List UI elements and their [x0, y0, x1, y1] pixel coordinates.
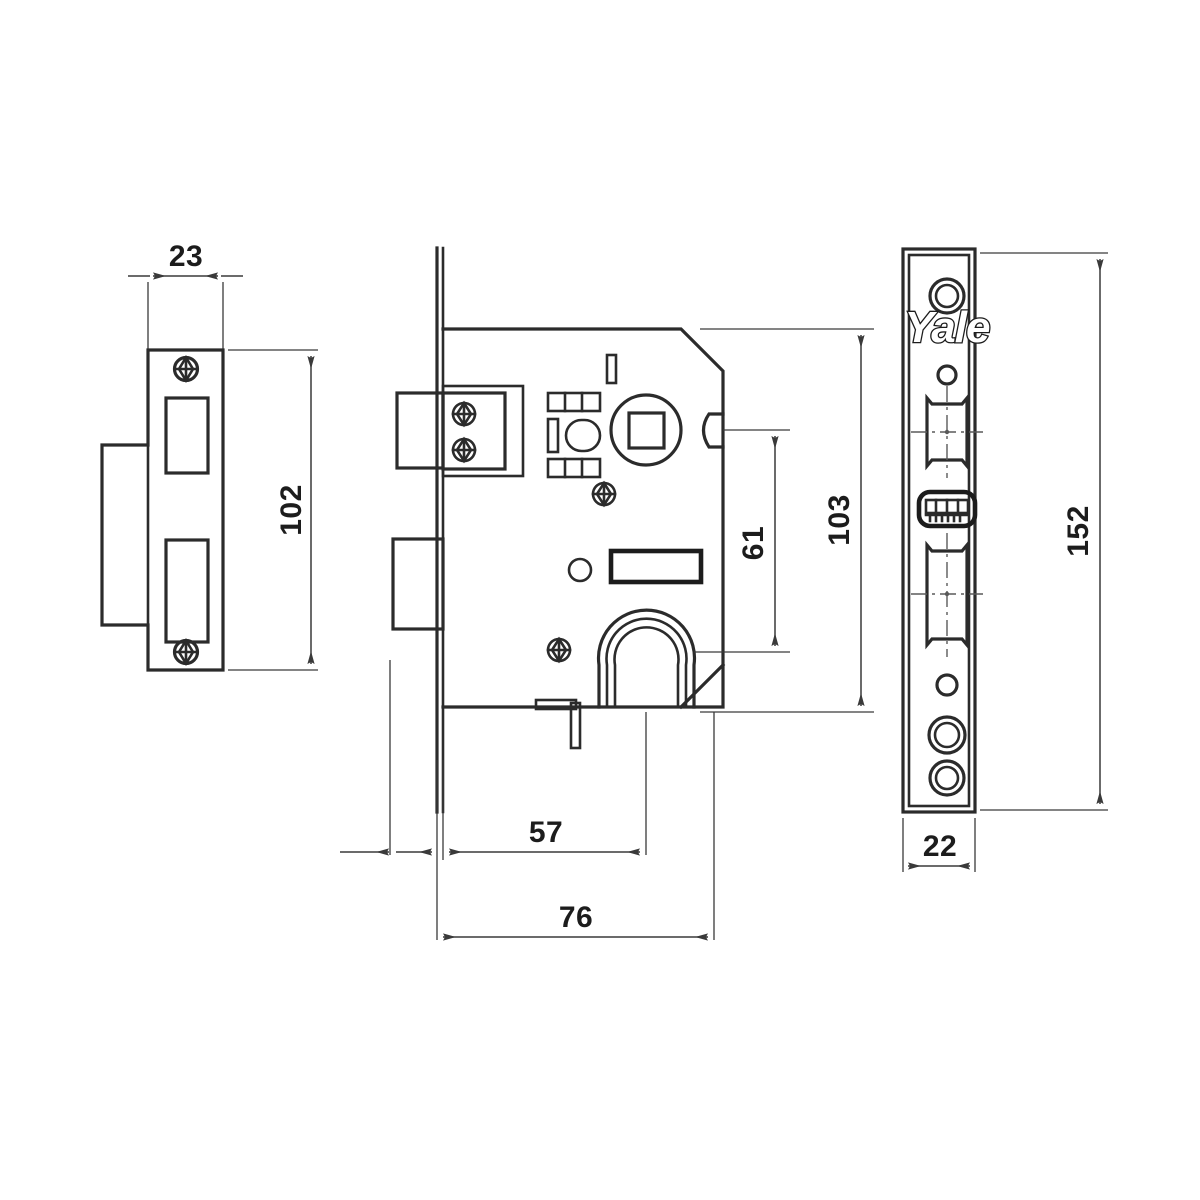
faceplate-deadbolt-aperture — [911, 533, 983, 657]
lock-body-view: 61 103 57 76 — [340, 246, 874, 941]
faceplate-latch-aperture — [911, 386, 983, 478]
faceplate-length-dimension: 152 — [980, 252, 1108, 811]
faceplate-small-hole-lower — [935, 673, 959, 697]
backset-label: 57 — [529, 816, 563, 849]
lever-pack-upper — [546, 391, 602, 413]
faceplate-view: Yale — [901, 247, 1108, 872]
backset-dimension: 57 — [340, 816, 640, 856]
faceplate-width-label: 22 — [923, 830, 957, 863]
strike-screw-top — [172, 354, 200, 384]
strike-width-label: 23 — [169, 240, 203, 273]
lock-case-chamfer-bottom — [678, 662, 726, 710]
dead-bolt — [391, 537, 445, 631]
faceplate-outline — [901, 247, 977, 814]
case-slot-vertical — [605, 353, 618, 385]
case-depth-dimension: 76 — [443, 901, 708, 941]
lock-case-outline — [441, 327, 725, 709]
centres-label: 61 — [737, 526, 770, 560]
latch-screw-lower — [451, 436, 477, 464]
case-oval-slot — [564, 418, 602, 453]
strike-plate-view: 23 102 — [100, 240, 318, 672]
latch-screw-upper — [451, 400, 477, 428]
anti-thrust-peg — [569, 701, 582, 750]
lever-pack-lower — [546, 457, 602, 479]
faceplate-width-dimension: 22 — [902, 818, 976, 872]
faceplate-fixing-hole-top — [928, 277, 966, 315]
faceplate-fixing-hole-bottom-a — [927, 715, 967, 755]
faceplate-length-label: 152 — [1062, 505, 1095, 557]
follower-spindle-hole — [609, 393, 683, 467]
faceplate-inner-edge — [907, 253, 971, 808]
strike-width-dimension: 23 — [128, 240, 243, 350]
euro-cylinder-hole — [596, 608, 697, 709]
case-depth-label: 76 — [559, 901, 593, 934]
faceplate-small-hole-upper — [936, 364, 958, 386]
strike-screw-bottom — [172, 637, 200, 667]
brand-label: Yale — [905, 303, 990, 352]
strike-height-label: 102 — [275, 484, 308, 536]
lever-pack-slot — [608, 548, 704, 585]
centres-dimension: 61 — [694, 429, 790, 653]
case-pin-hole — [567, 557, 593, 583]
case-height-label: 103 — [823, 494, 856, 546]
latch-retainer-block — [441, 384, 525, 478]
strike-plate-body — [100, 348, 225, 672]
case-screw-lower — [546, 636, 572, 664]
strike-height-dimension: 102 — [228, 349, 318, 671]
case-bar-vertical — [546, 417, 560, 454]
case-screw-upper — [591, 480, 617, 508]
case-hub-notch — [701, 412, 725, 449]
strike-aperture-upper — [164, 396, 210, 475]
faceplate-logo-plate — [916, 489, 978, 529]
faceplate-fixing-hole-bottom-b — [928, 759, 966, 797]
case-bottom-tab — [534, 698, 578, 711]
case-height-dimension: 103 — [700, 328, 874, 713]
strike-aperture-lower — [164, 538, 210, 644]
